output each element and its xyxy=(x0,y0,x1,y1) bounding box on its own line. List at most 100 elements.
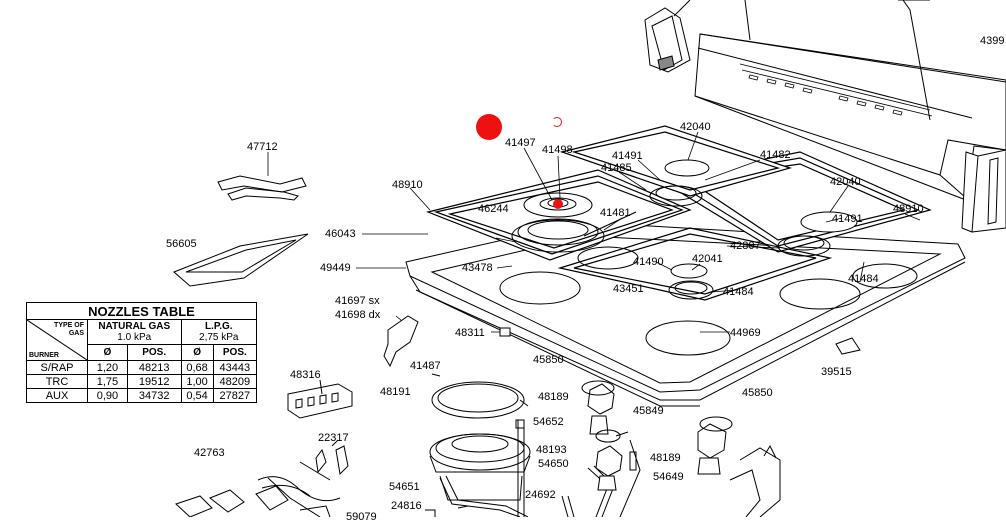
electrode-set-42763 xyxy=(175,461,341,517)
part-label: 39515 xyxy=(821,366,852,378)
part-label: 41697 sx xyxy=(335,295,380,307)
part-label: 48193 xyxy=(536,444,567,456)
part-label: 41491 xyxy=(612,150,643,162)
part-label: 41485 xyxy=(601,162,632,174)
part-label: 43478 xyxy=(462,262,493,274)
natural-gas-pressure: 1.0 kPa xyxy=(117,332,152,344)
red-marker-ring xyxy=(552,117,562,127)
connector-48311 xyxy=(499,327,511,337)
part-label: 22317 xyxy=(318,432,349,444)
part-label: 48191 xyxy=(380,386,411,398)
nozzles-table-title: NOZZLES TABLE xyxy=(26,302,257,320)
part-label: 41484 xyxy=(723,286,754,298)
part-label: 48910 xyxy=(893,203,924,215)
corner-gas-label: GAS xyxy=(68,330,84,337)
gasket-56605 xyxy=(173,233,309,287)
part-label: 42807 xyxy=(730,240,761,252)
part-label: 48189 xyxy=(538,391,569,403)
part-label: 42041 xyxy=(692,253,723,265)
part-label: 24816 xyxy=(391,500,422,512)
part-label: 54649 xyxy=(653,471,684,483)
bracket-41697 xyxy=(383,315,419,368)
red-center-dot xyxy=(553,199,563,209)
lpg-position: 43443 xyxy=(212,360,258,375)
lpg-diameter: 0,54 xyxy=(180,388,214,403)
clip-45849 xyxy=(595,429,629,443)
part-label: 45850 xyxy=(533,354,564,366)
part-label: 41497 xyxy=(505,137,536,149)
table-row: TRC 1,75 19512 1,00 48209 xyxy=(26,374,258,389)
part-label: 54651 xyxy=(389,481,420,493)
part-label: 41498 xyxy=(542,144,573,156)
ng-diameter: 1,75 xyxy=(87,374,128,389)
table-row: S/RAP 1,20 48213 0,68 43443 xyxy=(26,360,258,375)
part-label: 41482 xyxy=(760,149,791,161)
lpg-diameter: 0,68 xyxy=(180,360,214,375)
part-label: 4399 xyxy=(980,35,1005,47)
part-label: 42040 xyxy=(680,121,711,133)
col-diameter: Ø xyxy=(87,344,128,361)
part-label: 48189 xyxy=(650,452,681,464)
part-label: 54652 xyxy=(533,416,564,428)
lpg-pressure: 2,75 kPa xyxy=(199,332,239,344)
part-label: 41487 xyxy=(410,360,441,372)
burner-back xyxy=(649,159,710,207)
part-label: 45849 xyxy=(633,405,664,417)
thermocouple-48189-right xyxy=(697,416,733,475)
burner-48191 xyxy=(429,433,531,501)
col-position: POS. xyxy=(126,344,182,361)
ng-diameter: 0,90 xyxy=(87,388,128,403)
part-label: 41698 dx xyxy=(335,309,381,321)
ng-diameter: 1,20 xyxy=(87,360,128,375)
part-label: 48311 xyxy=(455,327,485,339)
part-label: 24692 xyxy=(525,489,556,501)
lpg-diameter: 1,00 xyxy=(180,374,214,389)
part-label: 42040 xyxy=(830,176,861,188)
part-label: 48316 xyxy=(290,369,321,381)
part-label: 59079 xyxy=(346,511,377,523)
corner-type-label: TYPE OF xyxy=(54,322,84,329)
electrode-22317 xyxy=(315,439,349,476)
burner-cap-41487 xyxy=(431,373,529,419)
thermocouple-48193 xyxy=(595,445,623,491)
red-marker-dot xyxy=(476,114,502,140)
ng-position: 48213 xyxy=(126,360,182,375)
part-label: 47712 xyxy=(247,141,278,153)
lpg-position: 27827 xyxy=(212,388,258,403)
part-label: 46043 xyxy=(325,228,356,240)
valve-assembly xyxy=(729,444,781,517)
terminal-48316 xyxy=(287,379,353,419)
corner-burner-label: BURNER xyxy=(29,352,59,359)
burner-name: S/RAP xyxy=(26,360,88,375)
gas-pipes xyxy=(439,419,641,517)
part-label: 41490 xyxy=(633,256,664,268)
part-label: 43451 xyxy=(613,283,644,295)
part-label: 45850 xyxy=(742,387,773,399)
part-label: 44969 xyxy=(730,327,761,339)
burner-name: AUX xyxy=(26,388,88,403)
thermocouple-48189 xyxy=(581,380,615,435)
part-label: 41481 xyxy=(600,207,631,219)
part-label: 49449 xyxy=(320,262,351,274)
lpg-position: 48209 xyxy=(212,374,258,389)
part-label: 41484 xyxy=(848,273,879,285)
side-bracket xyxy=(644,0,691,73)
part-label: 48910 xyxy=(392,179,423,191)
lpg-label: L.P.G. xyxy=(204,321,233,333)
col-position: POS. xyxy=(212,344,258,361)
hob-base xyxy=(405,221,966,407)
clip-39515 xyxy=(835,337,861,355)
ng-position: 34732 xyxy=(126,388,182,403)
col-diameter: Ø xyxy=(180,344,214,361)
lpg-header: L.P.G.2,75 kPa xyxy=(180,318,258,346)
corner-diagonal xyxy=(27,320,87,360)
natural-gas-label: NATURAL GAS xyxy=(98,321,171,333)
part-label: 42763 xyxy=(194,447,225,459)
part-label: 54650 xyxy=(538,458,569,470)
part-label: 56605 xyxy=(166,238,197,250)
